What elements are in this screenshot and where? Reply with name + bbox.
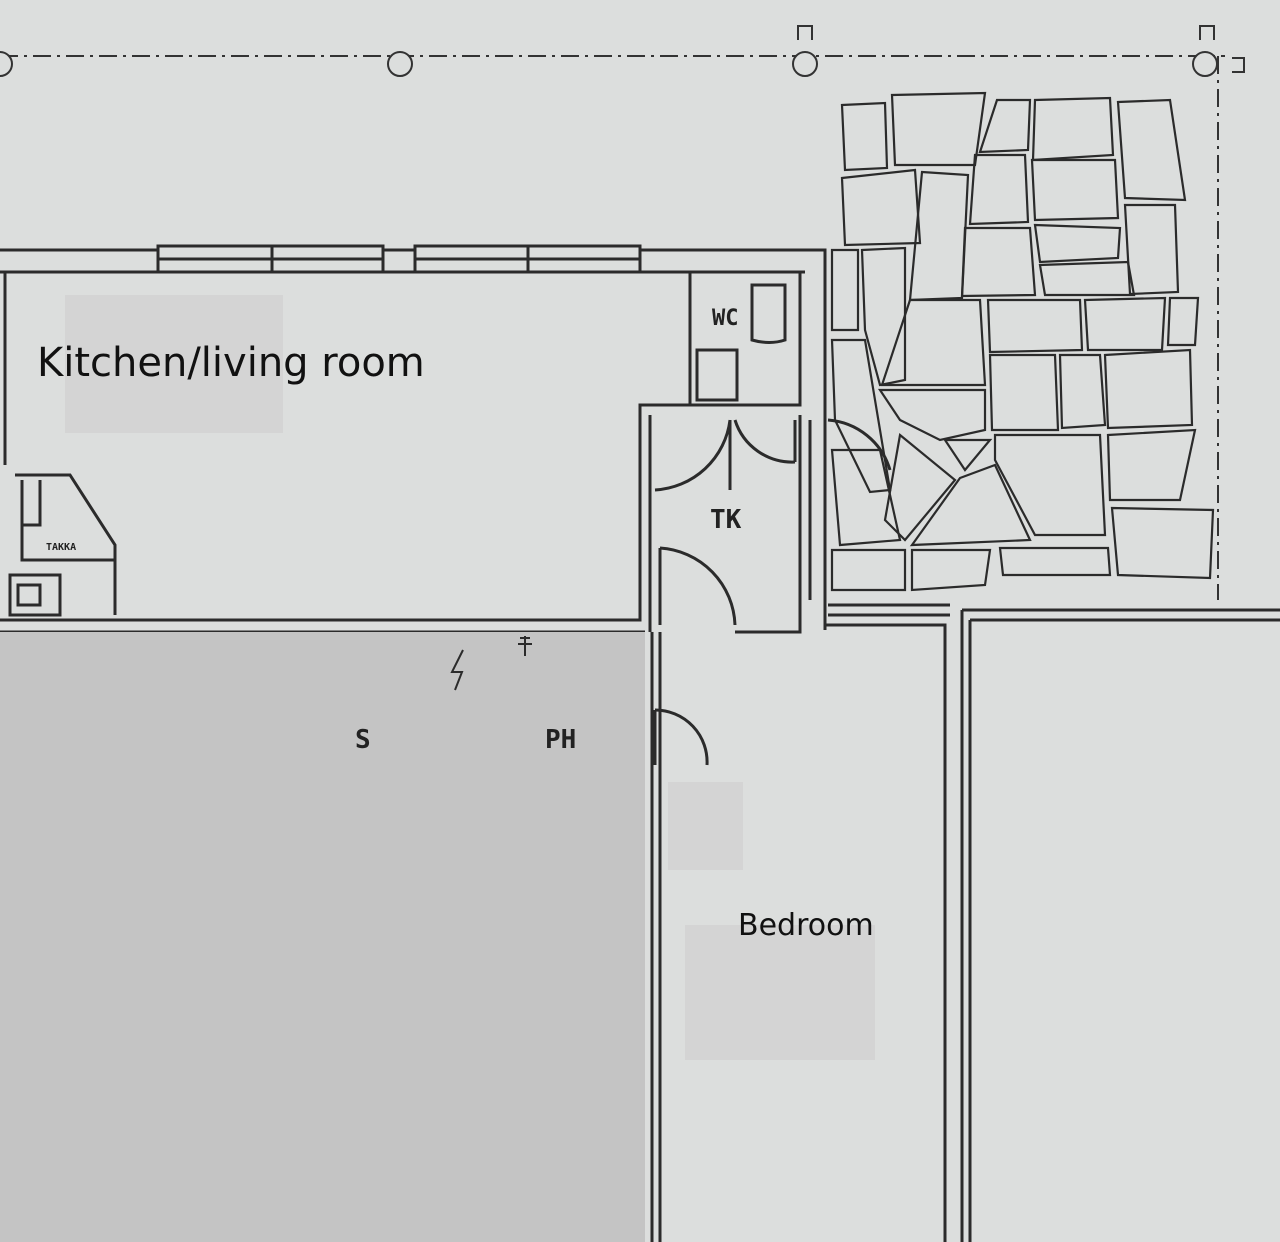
grid-line-top (0, 25, 1245, 600)
grid-marker-2 (387, 51, 413, 77)
redacted-label-bg-kitchen (65, 295, 283, 433)
room-label-kitchen-living: Kitchen/living room (37, 340, 425, 386)
grid-marker-4 (1192, 51, 1218, 77)
fireplace-label: TAKKA (46, 542, 76, 553)
room-label-tk: TK (710, 505, 742, 535)
room-label-ph: PH (545, 725, 576, 755)
redacted-small-bedroom (668, 782, 743, 870)
redacted-area-large (0, 632, 645, 1242)
room-label-bedroom: Bedroom (738, 908, 874, 943)
grid-marker-1 (0, 51, 13, 77)
room-label-storage: S (355, 725, 371, 755)
stone-patio (830, 91, 1215, 592)
ground-symbol-icon (518, 636, 532, 656)
grid-marker-3 (792, 51, 818, 77)
redacted-label-bg-bedroom (685, 925, 875, 1060)
electric-icon (450, 649, 464, 691)
room-label-wc: WC (712, 306, 739, 331)
